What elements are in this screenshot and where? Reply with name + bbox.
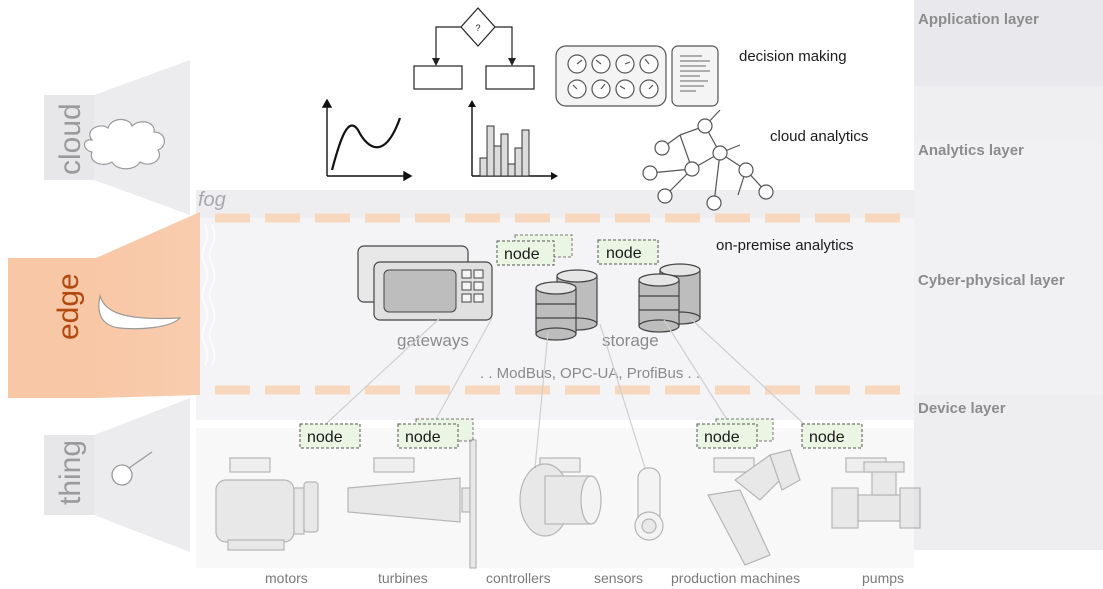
chip-icon (229, 457, 887, 473)
thing-label-controllers: controllers (486, 570, 551, 586)
node-badge: node (597, 239, 659, 265)
gateway-icon (357, 245, 493, 321)
protocols-label: . . ModBus, OPC-UA, ProfiBus . . (480, 365, 700, 382)
dashboard-icon (555, 45, 719, 107)
thing-label-motors: motors (265, 570, 308, 586)
thing-label-production-machines: production machines (671, 570, 800, 586)
curve-plot-icon (321, 98, 413, 182)
cloud-tier (44, 60, 190, 215)
thing-label-pumps: pumps (862, 570, 904, 586)
sensor-icon (634, 467, 664, 541)
thing-label-turbines: turbines (378, 570, 428, 586)
flowchart-icon (413, 7, 535, 90)
node-label: node (307, 429, 343, 446)
layer-title-analytics: Analytics layer (918, 142, 1024, 159)
node-badge: node (299, 423, 361, 449)
robot-arm-icon (707, 449, 801, 566)
controller-icon (519, 463, 602, 537)
turbine-icon (347, 439, 477, 569)
cloud-icon (83, 118, 165, 170)
tier-label-thing: thing (54, 440, 87, 505)
gateways-label: gateways (397, 331, 469, 350)
node-label: node (405, 429, 441, 446)
histogram-icon (468, 100, 558, 180)
tier-label-fog: fog (198, 189, 226, 211)
layer-title-application: Application layer (918, 11, 1039, 28)
node-label: node (809, 429, 845, 446)
layer-title-cyber-physical: Cyber-physical layer (918, 272, 1065, 289)
thing-label-sensors: sensors (594, 570, 643, 586)
edge-tier (8, 212, 216, 398)
flowchart-decision-label: ? (475, 23, 480, 33)
cloud-analytics-label: cloud analytics (770, 128, 868, 145)
node-badge: node (496, 234, 573, 266)
node-label: node (504, 246, 540, 263)
edge-icon (98, 293, 182, 330)
thing-band (196, 428, 914, 568)
node-label: node (704, 429, 740, 446)
pump-icon (831, 461, 921, 529)
node-badge: node (397, 418, 474, 449)
node-label: node (606, 245, 642, 262)
node-badge: node (801, 423, 863, 449)
node-badge: node (696, 418, 774, 449)
on-premise-analytics-label: on-premise analytics (716, 237, 854, 254)
fog-band-top (196, 190, 914, 218)
layer-title-device: Device layer (918, 400, 1006, 417)
tier-label-cloud: cloud (54, 103, 87, 175)
decision-making-label: decision making (739, 48, 847, 65)
storage-icon (535, 263, 701, 341)
network-graph-icon (642, 109, 774, 211)
thing-icon (111, 464, 133, 486)
tier-label-edge: edge (52, 273, 85, 340)
storage-label: storage (602, 331, 659, 350)
thing-tier (44, 398, 190, 552)
layer-band (914, 0, 1103, 550)
motor-icon (215, 479, 319, 551)
